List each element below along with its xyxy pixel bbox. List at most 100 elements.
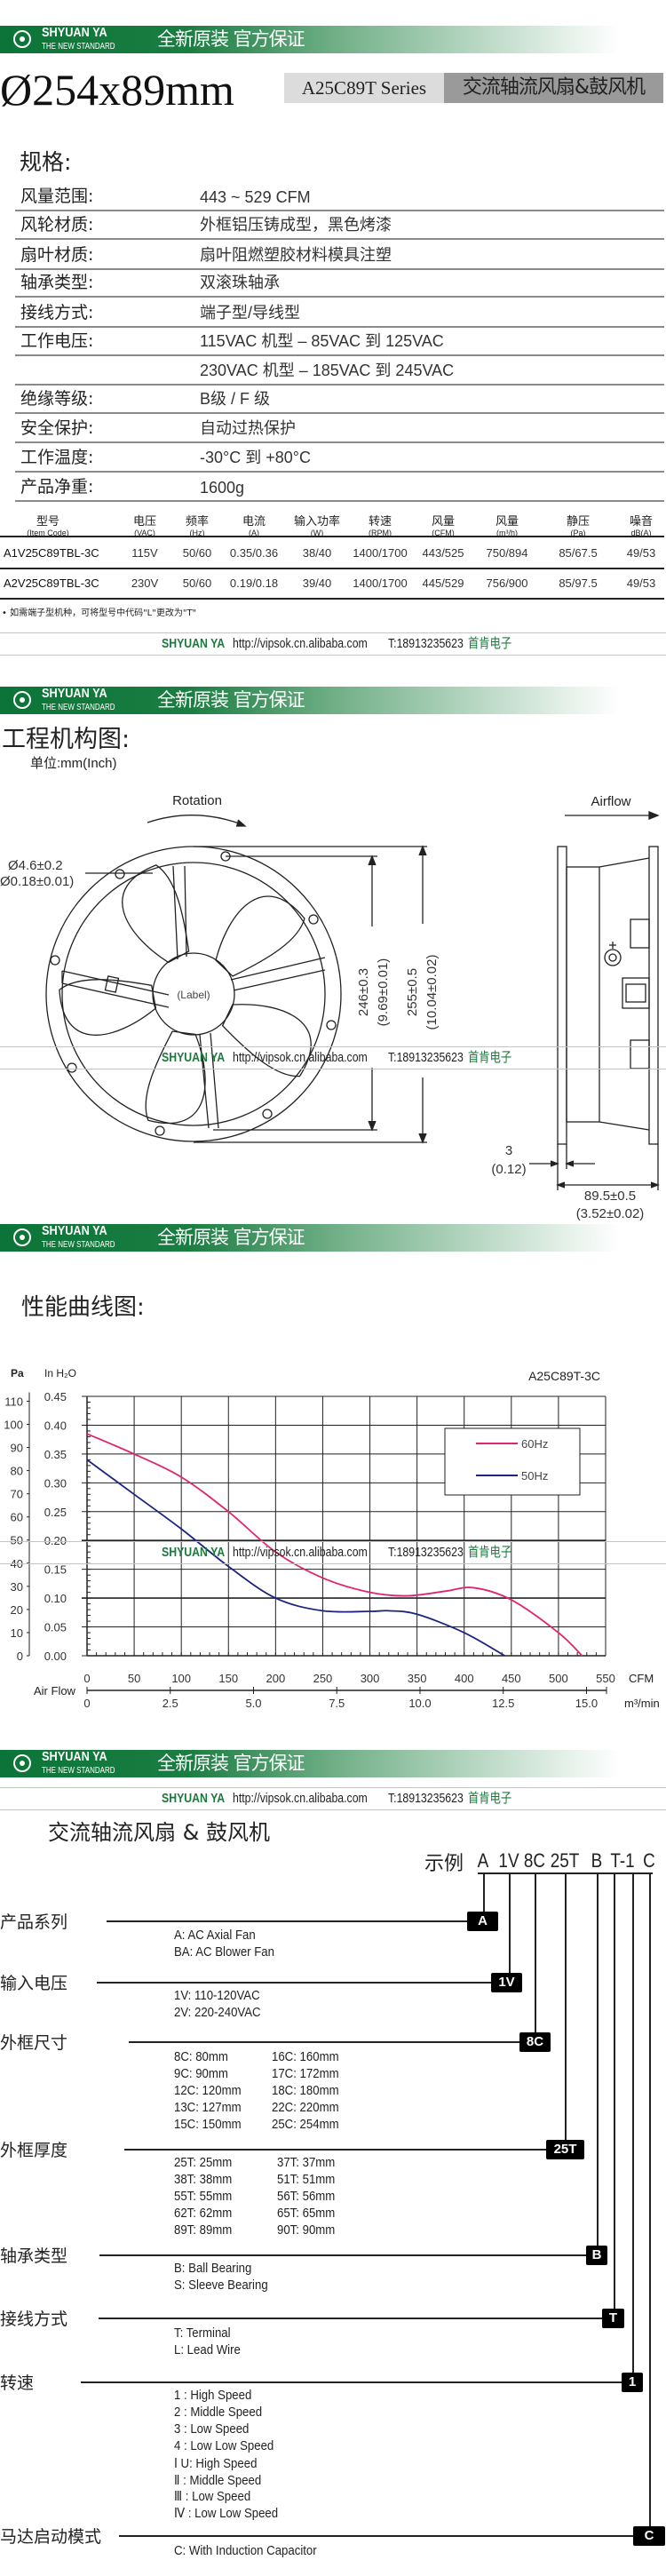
code-option: 16C: 160mm bbox=[272, 2049, 339, 2064]
table-cell: 49/53 bbox=[626, 546, 656, 560]
y-tick-label-inh2o: 0.45 bbox=[44, 1390, 67, 1403]
wire-channel bbox=[61, 970, 170, 1008]
series-category: 交流轴流风扇&鼓风机 bbox=[444, 73, 663, 103]
table-cell: 230V bbox=[131, 576, 159, 590]
example-code-part: C bbox=[643, 1849, 655, 1872]
watermark-url: http://vipsok.cn.alibaba.com bbox=[233, 1050, 368, 1065]
x-axis-label-m3min: m³/min bbox=[624, 1697, 660, 1710]
spec-label: 接线方式: bbox=[20, 303, 94, 322]
fan-side-view bbox=[557, 846, 659, 1145]
brand-tagline: THE NEW STANDARD bbox=[42, 703, 115, 712]
code-group-label: 轴承类型 bbox=[0, 2246, 68, 2266]
rotation-label: Rotation bbox=[172, 793, 222, 808]
y-tick-label-pa: 30 bbox=[11, 1580, 23, 1594]
table-cell: 85/67.5 bbox=[559, 546, 598, 560]
table-cell: 115V bbox=[131, 546, 158, 560]
y-tick-label-inh2o: 0.05 bbox=[44, 1621, 67, 1634]
logo-icon bbox=[13, 691, 31, 709]
table-cell: 1400/1700 bbox=[353, 546, 408, 560]
code-option: 4 : Low Low Speed bbox=[174, 2437, 274, 2453]
y-tick-label-pa: 70 bbox=[11, 1488, 23, 1501]
series-line-50hz bbox=[86, 1459, 505, 1657]
model-code-title: 交流轴流风扇 & 鼓风机 bbox=[48, 1820, 270, 1845]
watermark-brand: SHYUAN YA bbox=[162, 1791, 226, 1806]
spec-label: 轴承类型: bbox=[20, 273, 94, 292]
fan-blade bbox=[145, 1030, 206, 1125]
code-group-label: 马达启动模式 bbox=[0, 2527, 102, 2547]
column-header-cn: 风量 bbox=[431, 515, 456, 529]
code-option: 9C: 90mm bbox=[174, 2065, 228, 2081]
code-option: 22C: 220mm bbox=[272, 2099, 339, 2115]
y-tick-label-pa: 80 bbox=[11, 1465, 23, 1478]
code-option: A: AC Axial Fan bbox=[174, 1928, 256, 1943]
watermark-phone: T:18913235623 bbox=[388, 1545, 464, 1560]
performance-chart: Pa In H₂O A25C89T-3C 0.000.050.100.150.2… bbox=[4, 1367, 660, 1710]
divider bbox=[0, 568, 664, 569]
y-tick-label-inh2o: 0.25 bbox=[44, 1506, 67, 1519]
column-header-unit: (Hz) bbox=[189, 529, 205, 537]
leader-line bbox=[124, 2149, 546, 2151]
column-header: 风量(m³/h) bbox=[496, 512, 519, 537]
divider bbox=[0, 598, 664, 600]
brand-banner: SHYUAN YA THE NEW STANDARD 全新原装 官方保证 bbox=[0, 687, 666, 714]
column-header: 频率(Hz) bbox=[186, 512, 209, 537]
code-option: 17C: 172mm bbox=[272, 2065, 339, 2081]
watermark-phone: T:18913235623 bbox=[388, 1791, 464, 1806]
spec-row: 工作温度:-30°C 到 +80°C bbox=[15, 442, 664, 473]
spec-value: 115VAC 机型 – 85VAC 到 125VAC bbox=[200, 332, 444, 350]
x-tick-label-m3min: 2.5 bbox=[163, 1697, 178, 1710]
column-header: 输入功率(W) bbox=[294, 512, 340, 537]
leader-line bbox=[119, 2535, 633, 2537]
brand-tagline: THE NEW STANDARD bbox=[42, 1240, 115, 1250]
connector-line bbox=[649, 1872, 651, 2526]
code-option: 8C: 80mm bbox=[174, 2049, 228, 2064]
y-tick-label-pa: 100 bbox=[4, 1418, 23, 1431]
leader-line bbox=[107, 1920, 467, 1922]
y-tick-label-pa: 60 bbox=[11, 1511, 23, 1524]
spec-row: 工作电压:115VAC 机型 – 85VAC 到 125VAC bbox=[15, 326, 664, 356]
logo-icon bbox=[13, 1228, 31, 1246]
logo-icon bbox=[13, 1754, 31, 1772]
column-header-unit: dB(A) bbox=[630, 529, 652, 537]
x-tick-label-cfm: 400 bbox=[455, 1672, 474, 1685]
column-header-cn: 噪音 bbox=[629, 515, 654, 529]
brand-slogan: 全新原装 官方保证 bbox=[157, 28, 305, 50]
brand-slogan: 全新原装 官方保证 bbox=[157, 1227, 305, 1248]
mounting-hole bbox=[308, 914, 319, 925]
fan-blade bbox=[122, 864, 190, 964]
leader-line bbox=[97, 1982, 491, 1984]
inner-dimension-line bbox=[213, 855, 377, 1131]
table-cell: A2V25C89TBL-3C bbox=[4, 576, 99, 590]
logo-icon bbox=[13, 30, 31, 48]
x-tick-label-m3min: 5.0 bbox=[245, 1697, 261, 1710]
spec-value: 自动过热保护 bbox=[200, 419, 296, 437]
spec-label: 产品净重: bbox=[20, 477, 94, 497]
leader-line bbox=[129, 2041, 519, 2043]
table-cell: 50/60 bbox=[182, 546, 212, 560]
y-tick-label-inh2o: 0.30 bbox=[44, 1476, 67, 1490]
column-header-cn: 输入功率 bbox=[293, 515, 341, 529]
code-option: 25T: 25mm bbox=[174, 2155, 233, 2170]
column-header-cn: 型号 bbox=[36, 515, 60, 529]
connector-line bbox=[509, 1872, 511, 1973]
code-option: 55T: 55mm bbox=[174, 2188, 233, 2204]
flange-thickness-inch: (0.12) bbox=[491, 1162, 526, 1177]
y-tick-label-pa: 0 bbox=[17, 1650, 23, 1663]
arrow-head-icon bbox=[648, 811, 660, 820]
code-option: 1V: 110-120VAC bbox=[174, 1988, 260, 2003]
column-header: 转速(RPM) bbox=[369, 512, 392, 537]
y-tick-label-inh2o: 0.15 bbox=[44, 1563, 67, 1577]
connector-line bbox=[535, 1872, 536, 2032]
depth-mm: 89.5±0.5 bbox=[584, 1189, 636, 1204]
watermark-phone: T:18913235623 bbox=[388, 636, 464, 651]
y-tick-label-pa: 110 bbox=[4, 1395, 23, 1408]
y-tick-label-inh2o: 0.20 bbox=[44, 1534, 67, 1547]
code-option: Ⅰ U: High Speed bbox=[174, 2455, 258, 2471]
column-header-cn: 电压 bbox=[132, 515, 157, 529]
code-option: Ⅳ : Low Low Speed bbox=[174, 2506, 279, 2522]
column-header-cn: 静压 bbox=[566, 515, 591, 529]
brand-tagline: THE NEW STANDARD bbox=[42, 42, 115, 52]
